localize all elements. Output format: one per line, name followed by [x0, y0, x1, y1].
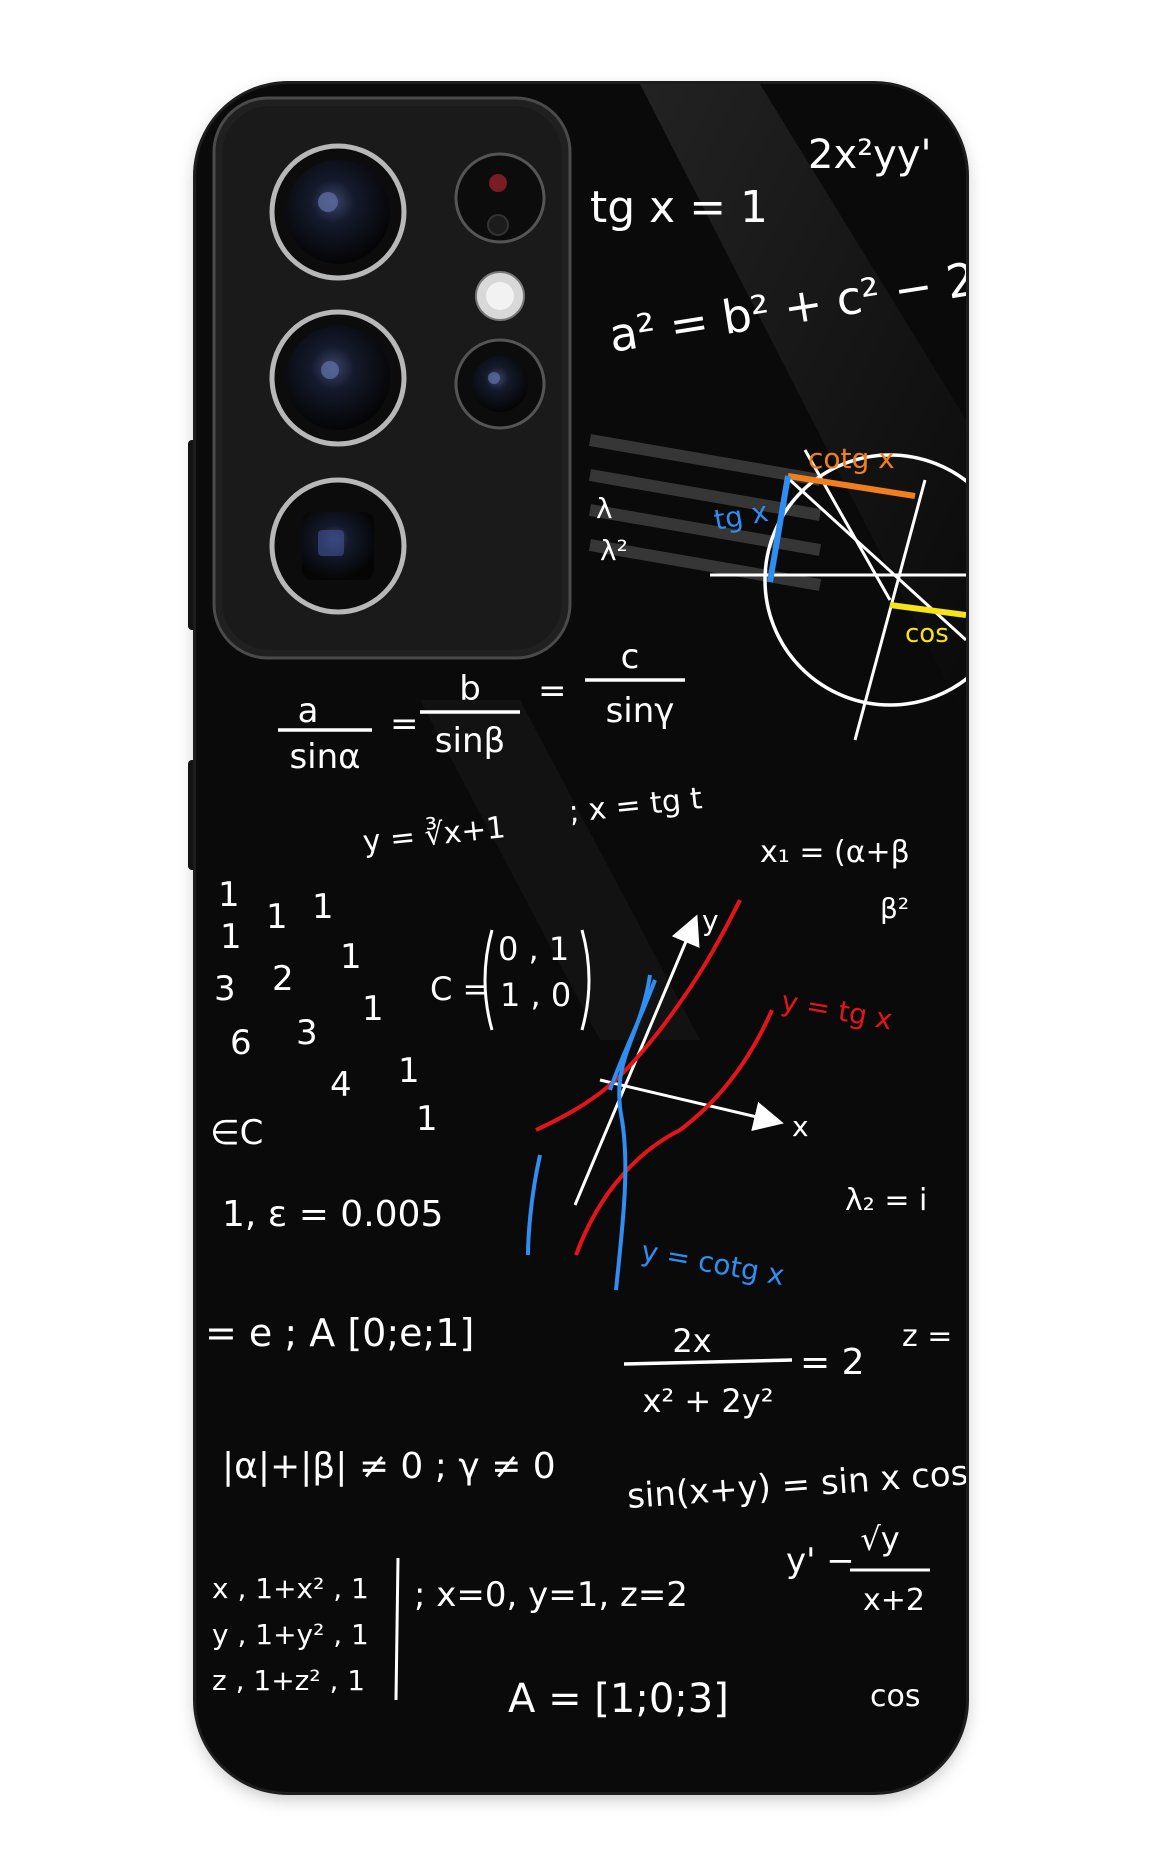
formula-cos-fragment: cos — [870, 1679, 920, 1714]
formula-lambda2: λ² — [600, 534, 628, 567]
formula-tgx: tg x = 1 — [590, 182, 768, 233]
sine-law-c: c — [621, 637, 640, 677]
sine-law-sina: sinα — [289, 737, 360, 777]
glass-reflection — [640, 84, 966, 720]
graph-y-label: y — [702, 904, 719, 937]
system-row: y , 1+y² , 1 — [212, 1618, 369, 1651]
fraction-equation: 2x x² + 2y² = 2 — [623, 1322, 865, 1420]
digit: 6 — [230, 1023, 252, 1063]
matrix-row: 1 , 0 — [500, 976, 571, 1014]
digit: 1 — [218, 875, 240, 915]
sine-law-sinb: sinβ — [435, 721, 505, 761]
formula-vector-a: A = [1;0;3] — [508, 1676, 729, 1722]
scattered-digits: 1 1 1 3 2 1 6 3 1 4 1 1 1 — [214, 875, 438, 1139]
frac-eq: = 2 — [800, 1342, 865, 1383]
laser-af-sensor — [454, 152, 546, 244]
derivative-lhs: y' − — [786, 1541, 855, 1581]
sine-law-eq2: = — [538, 671, 567, 711]
digit: 1 — [312, 887, 334, 927]
periscope-camera-lens — [454, 338, 546, 430]
graph-tg-label: y = tg x — [779, 984, 895, 1036]
telephoto-camera-lens — [269, 477, 407, 615]
formula-lambda1: λ — [596, 492, 613, 525]
digit: 1 — [416, 1099, 438, 1139]
formula-sin-sum: sin(x+y) = sin x cos — [626, 1453, 970, 1517]
digit: 4 — [330, 1065, 352, 1105]
graph-x-label: x — [792, 1110, 809, 1143]
label-cotgx: cotg x — [808, 442, 895, 475]
main-camera-lens — [269, 143, 407, 281]
matrix-c-label: C = — [430, 970, 489, 1008]
digit: 1 — [220, 917, 242, 957]
formula-z-eq: z = — [902, 1319, 952, 1354]
digit: 3 — [214, 969, 236, 1009]
label-cos: cos — [905, 619, 949, 649]
linear-system: x , 1+x² , 1 y , 1+y² , 1 z , 1+z² , 1 ;… — [212, 1557, 688, 1701]
camera-module — [212, 96, 572, 660]
phone-volume-button — [188, 440, 197, 630]
graph-cotg-label: y = cotg x — [639, 1234, 787, 1292]
formula-lambda-z: λ₂ = i — [845, 1183, 927, 1218]
formula-x1: x₁ = (α+β — [760, 835, 910, 870]
frac-den: x² + 2y² — [642, 1382, 773, 1420]
formula-x-tgt: ; x = tg t — [567, 781, 704, 830]
digit: 1 — [266, 897, 288, 937]
formula-poly: 2x²yy' — [808, 132, 932, 178]
derivative-den: x+2 — [863, 1583, 925, 1618]
law-of-sines: a sinα = b sinβ = c sinγ — [278, 637, 685, 777]
formula-beta2: β² — [880, 892, 909, 925]
frac-num: 2x — [672, 1322, 711, 1360]
formula-ec: ∈C — [210, 1113, 263, 1153]
wide-camera-lens — [269, 309, 407, 447]
digit: 1 — [398, 1051, 420, 1091]
unit-circle-diagram: cotg x tg x cos — [710, 442, 966, 741]
formula-interval: = e ; A [0;e;1] — [205, 1311, 474, 1355]
digit: 1 — [340, 937, 362, 977]
sine-law-b: b — [459, 669, 481, 709]
matrix-c: C = 0 , 1 1 , 0 — [430, 929, 591, 1031]
flash-light — [475, 271, 525, 321]
derivative-formula: y' − √y x+2 — [786, 1520, 930, 1618]
derivative-num: √y — [860, 1520, 899, 1558]
formula-abs-cond: |α|+|β| ≠ 0 ; γ ≠ 0 — [222, 1446, 556, 1487]
formula-cube-root: y = ∛x+1 — [361, 809, 507, 860]
sine-law-sing: sinγ — [606, 691, 675, 731]
digit: 3 — [296, 1013, 318, 1053]
system-values: ; x=0, y=1, z=2 — [414, 1575, 688, 1615]
matrix-row: 0 , 1 — [498, 930, 569, 968]
sine-law-a: a — [298, 691, 319, 731]
phone-power-button — [188, 760, 197, 870]
digit: 1 — [362, 989, 384, 1029]
formula-epsilon: 1, ε = 0.005 — [222, 1194, 443, 1235]
sine-law-eq1: = — [390, 704, 419, 744]
system-row: z , 1+z² , 1 — [212, 1664, 365, 1697]
digit: 2 — [272, 959, 294, 999]
system-row: x , 1+x² , 1 — [212, 1572, 369, 1605]
